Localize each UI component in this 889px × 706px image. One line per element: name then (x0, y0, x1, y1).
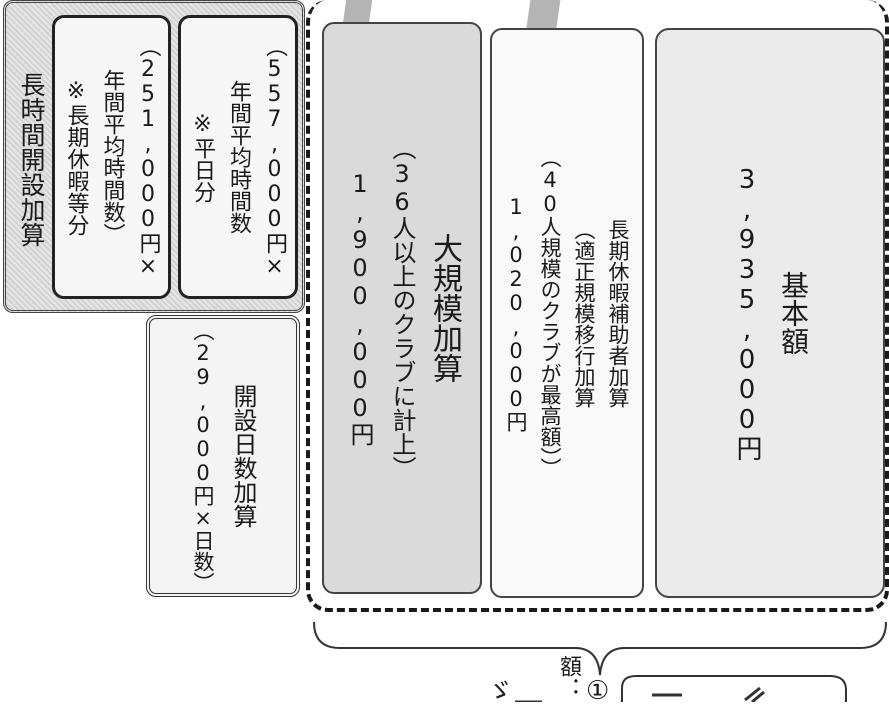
holiday-line2: 年間平均時間数） (99, 69, 125, 245)
holiday-line3: ※長期休暇等分 (63, 78, 89, 236)
long-hours-title: 長時間開設加算 (17, 71, 46, 247)
bottom-circle-mark: ① (586, 676, 610, 706)
holiday-line1: （251,000円× (135, 35, 161, 279)
long-vacation-line2: （適正規模移行加算 (572, 218, 596, 408)
base-line1: 基本額 (777, 271, 810, 355)
curly-brace (313, 621, 887, 676)
long-vacation-box: 長期休暇補助者加算 （適正規模移行加算 （40人規模のクラブが最高額）） 1,0… (490, 28, 644, 598)
open-days-box: 開設日数加算 （29,000円×日数） (146, 315, 300, 597)
bottom-label: 額： (556, 655, 581, 699)
long-vacation-line3: （40人規模のクラブが最高額）） (538, 147, 562, 479)
open-days-line2: （29,000円×日数） (191, 319, 215, 593)
large-scale-line2: （36人以上のクラブに計上） (388, 136, 416, 480)
open-days-line1: 開設日数加算 (229, 384, 257, 528)
long-hours-weekday-box: （557,000円× 年間平均時間数 ※平日分 (178, 15, 298, 299)
long-hours-holiday-box: （251,000円× 年間平均時間数） ※長期休暇等分 (52, 15, 171, 299)
long-vacation-line4: 1,020,000円 (504, 194, 528, 432)
large-scale-box: 大規模加算 （36人以上のクラブに計上） 1,900,000円 (322, 22, 482, 594)
bottom-stroke (744, 686, 761, 702)
dashed-frame (306, 0, 889, 612)
bottom-stroke (751, 690, 765, 702)
bottom-rounded-box (621, 675, 847, 702)
bottom-mark: ゞ (487, 677, 513, 702)
weekday-line2: 年間平均時間数 (226, 80, 251, 234)
base-line2: 3,935,000円 (732, 165, 762, 461)
weekday-line1: （557,000円× (262, 35, 287, 279)
weekday-line3: ※平日分 (190, 111, 215, 203)
large-scale-line1: 大規模加算 (427, 233, 462, 383)
long-vacation-line1: 長期休暇補助者加算 (606, 218, 630, 408)
base-box: 基本額 3,935,000円 (655, 28, 885, 598)
large-scale-line3: 1,900,000円 (346, 170, 374, 446)
